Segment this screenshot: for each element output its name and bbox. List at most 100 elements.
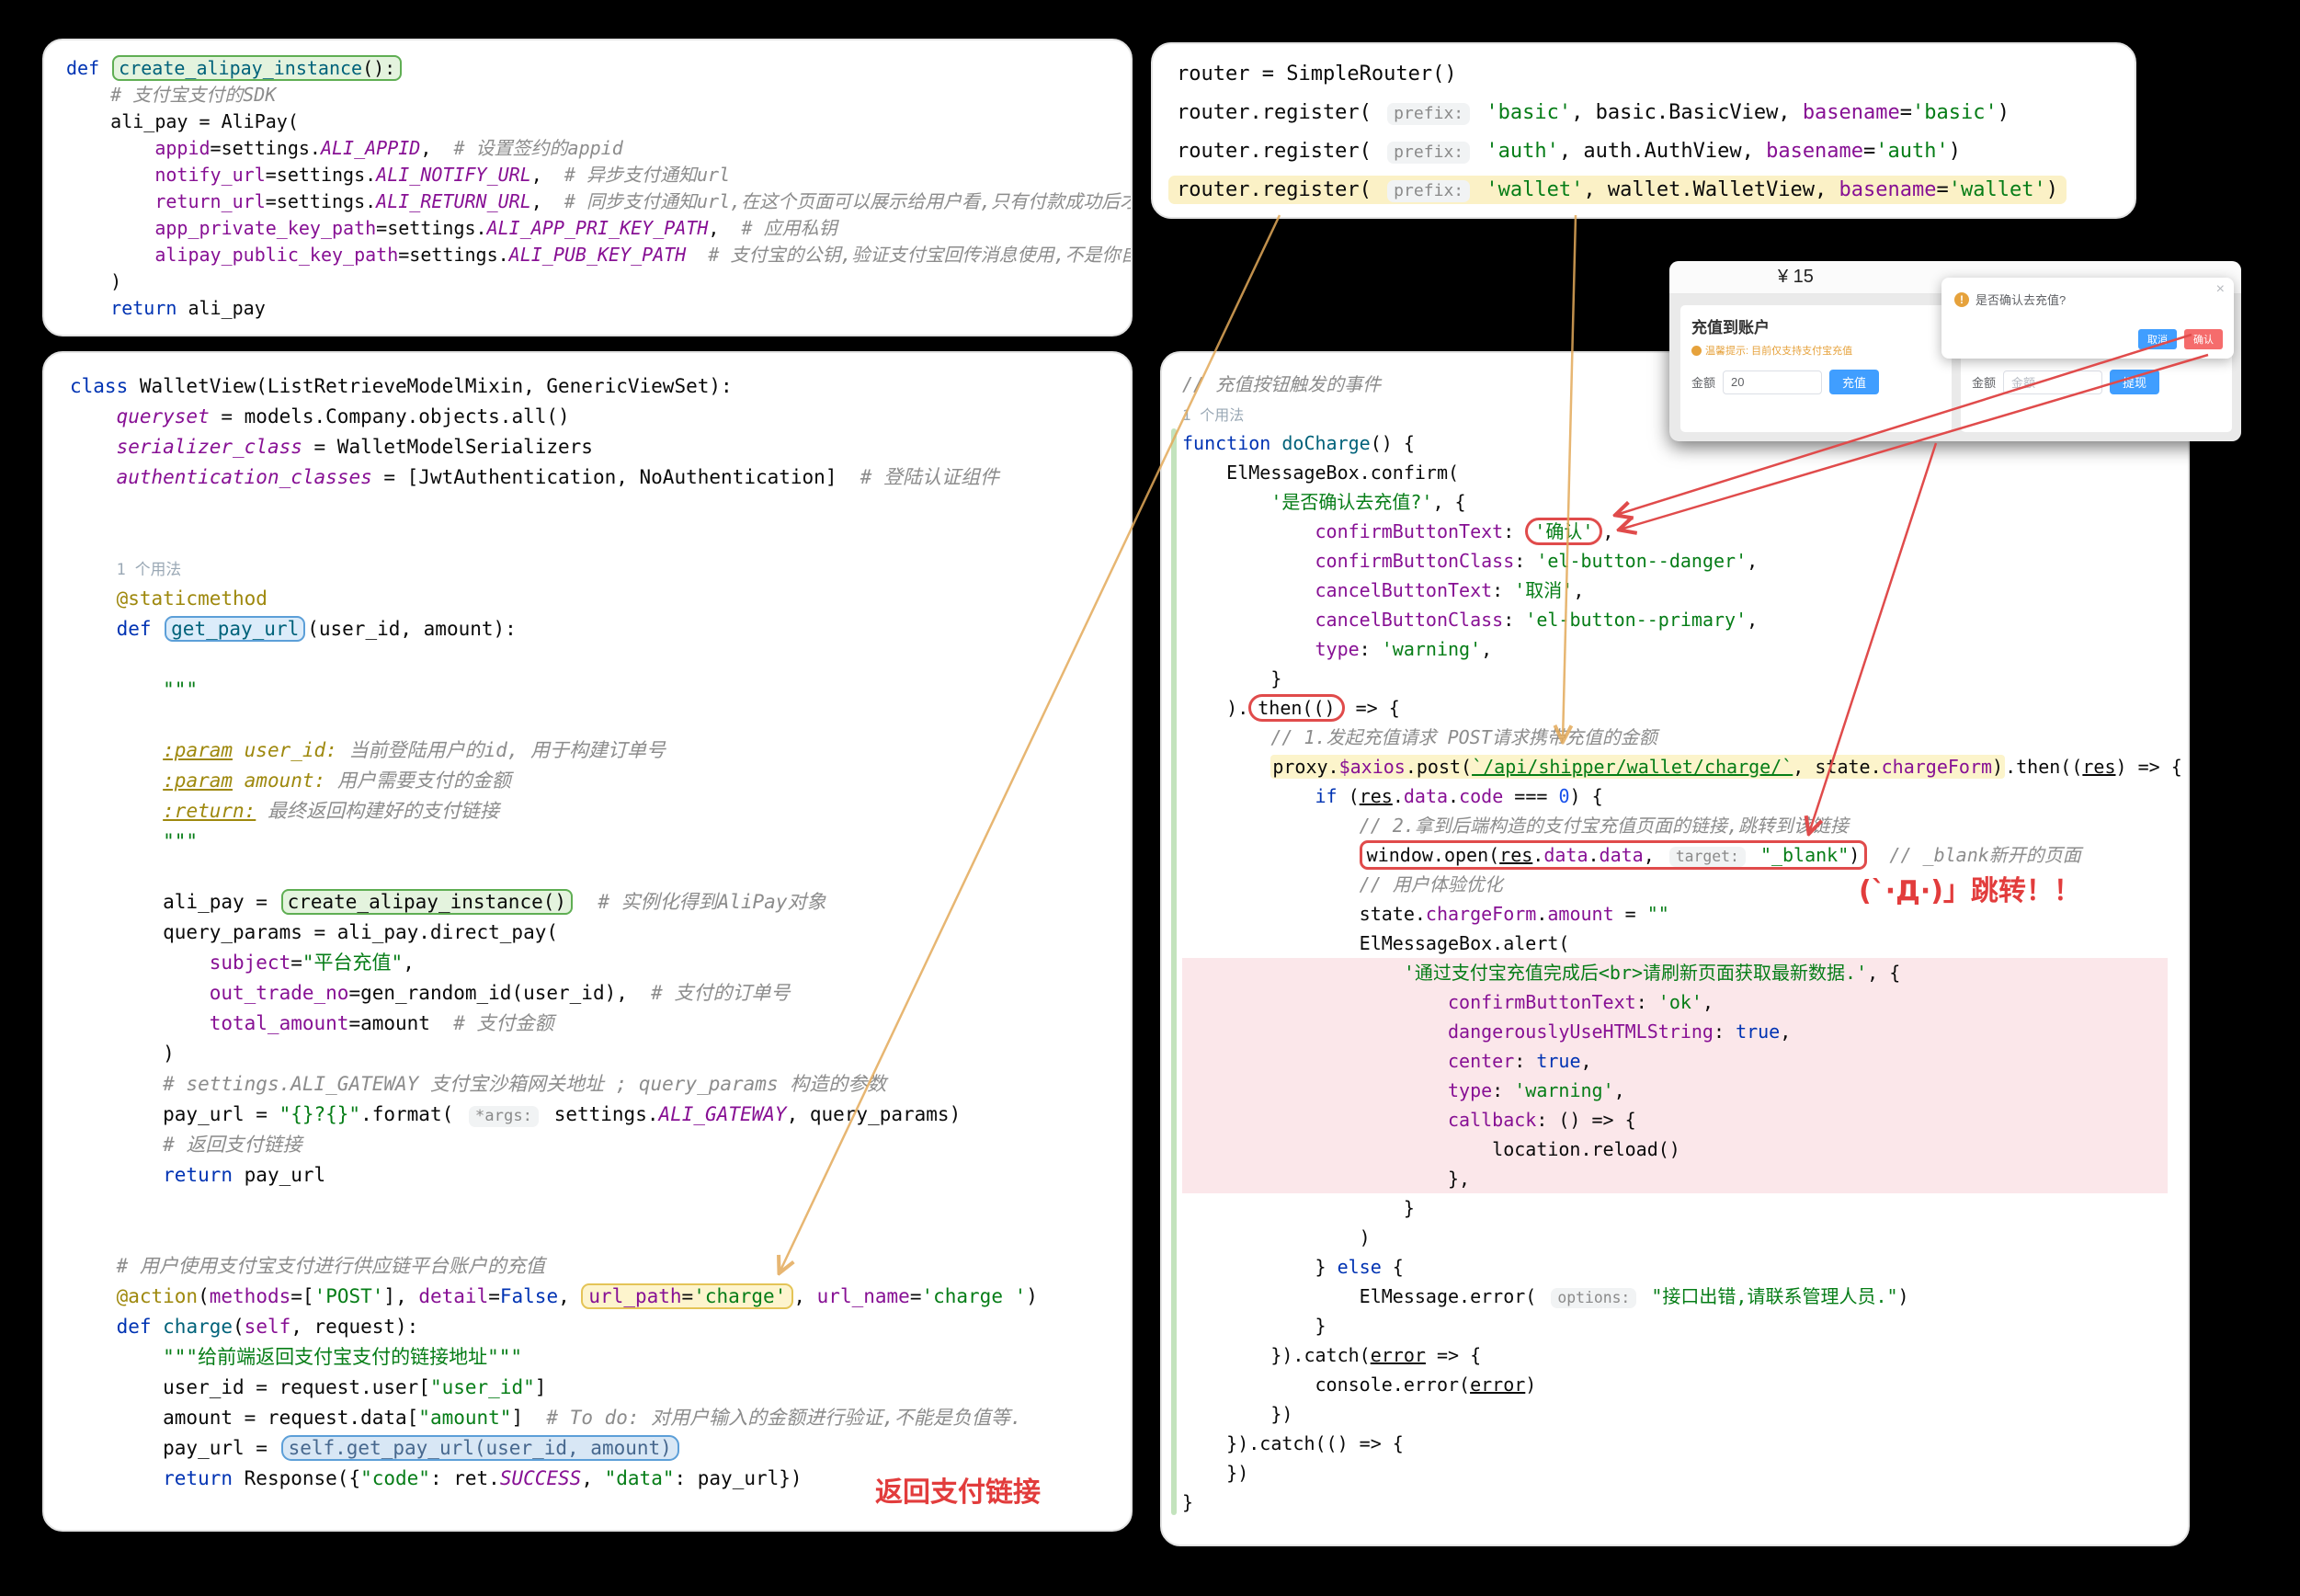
code-token: }, xyxy=(1182,1168,1471,1190)
code-token: code xyxy=(1459,785,1504,807)
code-line: router = SimpleRouter() xyxy=(1177,55,2111,94)
close-icon[interactable]: × xyxy=(2215,281,2225,297)
annotation-jump: (`·Д·)」跳转！！ xyxy=(1859,875,2081,907)
code-token: center xyxy=(1447,1050,1515,1072)
confirm-button[interactable]: 确认 xyxy=(2184,329,2223,349)
code-token: pay_url xyxy=(233,1164,326,1186)
code-token: , auth.AuthView, xyxy=(1558,140,1767,163)
code-token: prefix: xyxy=(1387,142,1471,165)
router-code-editor[interactable]: router = SimpleRouter()router.register( … xyxy=(1153,44,2135,217)
code-token: : pay_url}) xyxy=(674,1467,803,1489)
code-token: # 用户使用支付宝支付进行供应链平台账户的充值 xyxy=(116,1255,545,1277)
code-token xyxy=(1182,1079,1448,1101)
code-token xyxy=(70,587,117,610)
withdraw-button[interactable]: 提现 xyxy=(2110,370,2160,394)
code-token: = xyxy=(1613,903,1647,925)
code-token: chargeForm xyxy=(1881,756,1993,778)
walletview-code-editor[interactable]: class WalletView(ListRetrieveModelMixin,… xyxy=(44,353,1131,1530)
cancel-button[interactable]: 取消 xyxy=(2138,329,2177,349)
code-token xyxy=(1182,520,1315,542)
code-line: type: 'warning', xyxy=(1182,634,2168,664)
code-token: detail xyxy=(418,1285,489,1307)
code-token xyxy=(1182,1109,1448,1131)
code-token xyxy=(66,84,110,106)
withdraw-amount-row: 金额 金额 提现 xyxy=(1972,370,2221,394)
code-token xyxy=(1182,579,1315,601)
code-token: WalletView(ListRetrieveModelMixin, Gener… xyxy=(139,375,733,397)
code-token: ( xyxy=(198,1285,210,1307)
code-token: = xyxy=(1936,178,1949,201)
code-token xyxy=(70,405,117,428)
recharge-button[interactable]: 充值 xyxy=(1829,370,1880,394)
code-token: = xyxy=(488,1285,500,1307)
code-token xyxy=(70,436,117,458)
code-token: def xyxy=(70,1316,164,1338)
code-token: ) xyxy=(1897,1285,1909,1307)
code-token: amount xyxy=(1547,903,1614,925)
code-token: .then(( xyxy=(2005,756,2083,778)
code-line: return ali_pay xyxy=(66,295,1109,322)
code-token: , xyxy=(1643,844,1666,866)
code-token: amount: xyxy=(233,770,326,792)
warning-icon: ! xyxy=(1954,291,1969,307)
withdraw-amount-label: 金额 xyxy=(1972,376,1997,390)
code-line: """ xyxy=(70,675,1105,705)
alipay-code-editor[interactable]: def create_alipay_instance(): # 支付宝支付的SD… xyxy=(44,40,1131,335)
code-token xyxy=(1182,1020,1448,1043)
code-line: def charge(self, request): xyxy=(70,1312,1105,1342)
code-line: '通过支付宝充值完成后<br>请刷新页面获取最新数据.', { xyxy=(1182,958,2168,987)
code-token: ) xyxy=(66,270,122,292)
code-token: # 设置签约的appid xyxy=(453,137,623,159)
code-token: = xyxy=(681,1285,694,1307)
embedded-app-screenshot: ¥ 15 充值到账户 温馨提示: 目前仅支持支付宝充值 金额 20 充值 提现到… xyxy=(1669,261,2241,441)
code-token: ) xyxy=(1948,140,1962,163)
code-token: ( xyxy=(1337,785,1360,807)
code-line: return pay_url xyxy=(70,1160,1105,1191)
recharge-amount-input[interactable]: 20 xyxy=(1723,370,1823,394)
code-token: return xyxy=(70,1467,233,1489)
code-token: """ xyxy=(70,678,199,701)
code-token: else xyxy=(1337,1256,1382,1278)
code-token: , basic.BasicView, xyxy=(1571,101,1803,124)
code-token: ALI_APP_PRI_KEY_PATH xyxy=(486,217,709,239)
code-token: settings. xyxy=(542,1103,659,1125)
code-token: pay_url = xyxy=(70,1437,279,1459)
code-token: 'warning' xyxy=(1514,1079,1614,1101)
code-token: ) xyxy=(1026,1285,1038,1307)
code-token: =[ xyxy=(290,1285,314,1307)
code-token: , request): xyxy=(290,1316,419,1338)
code-line: confirmButtonText: '确认', xyxy=(1182,517,2168,546)
code-token: create_alipay_instance() xyxy=(287,891,567,913)
code-token xyxy=(1182,815,1360,837)
withdraw-amount-input[interactable]: 金额 xyxy=(2003,370,2103,394)
code-token: ) xyxy=(1525,1374,1537,1396)
code-line: if (res.data.code === 0) { xyxy=(1182,781,2168,811)
code-token xyxy=(1474,101,1486,124)
code-token: ) xyxy=(1849,844,1861,866)
code-line xyxy=(70,1191,1105,1221)
code-line xyxy=(70,857,1105,887)
code-token: return_url xyxy=(154,190,266,212)
code-line: class WalletView(ListRetrieveModelMixin,… xyxy=(70,371,1105,402)
code-line: location.reload() xyxy=(1182,1134,2168,1164)
code-token: # 应用私钥 xyxy=(741,217,837,239)
code-token: self.get_pay_url(user_id, amount) xyxy=(288,1437,672,1459)
code-token: , xyxy=(1580,1050,1592,1072)
code-token: def xyxy=(70,618,164,640)
code-line: callback: () => { xyxy=(1182,1105,2168,1134)
code-token: 'warning' xyxy=(1381,638,1482,660)
code-token xyxy=(70,770,163,792)
code-token: , xyxy=(403,952,415,974)
code-token: ALI_GATEWAY xyxy=(658,1103,787,1125)
code-line: queryset = models.Company.objects.all() xyxy=(70,402,1105,432)
code-line: def get_pay_url(user_id, amount): xyxy=(70,614,1105,644)
code-line: }).catch(() => { xyxy=(1182,1429,2168,1458)
code-token: () { xyxy=(1370,432,1415,454)
code-token: Response({ xyxy=(233,1467,361,1489)
code-token xyxy=(70,982,210,1004)
code-token: 'basic' xyxy=(1912,101,1998,124)
code-token: 'charge ' xyxy=(921,1285,1027,1307)
code-token: '确认' xyxy=(1525,518,1603,545)
code-token: # 支付宝的公钥,验证支付宝回传消息使用,不是你自己的公钥 xyxy=(708,244,1131,266)
